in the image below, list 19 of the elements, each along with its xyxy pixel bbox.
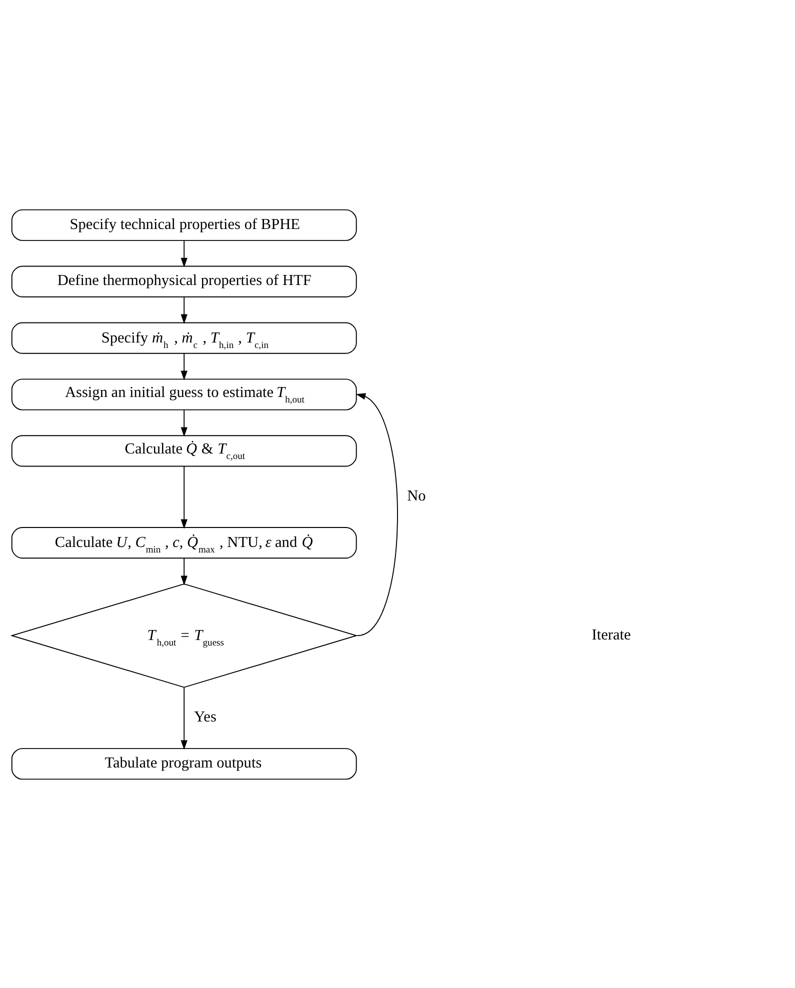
arrow <box>180 557 188 585</box>
node-diamond: T$_{h,out}$ = T$_{guess}$ <box>10 582 358 688</box>
arrow <box>180 352 188 380</box>
arrow <box>180 296 188 324</box>
edge-label: Yes <box>194 708 216 726</box>
node-box: Assign an initial guess to estimate T$_{h,out}$ <box>11 378 357 410</box>
node-box: Define thermophysical properties of HTF <box>11 265 357 297</box>
arrow <box>356 392 398 636</box>
node-box: Calculate Q̇ & T$_{c,out}$ <box>11 434 357 466</box>
arrow <box>180 686 188 750</box>
edge-label: No <box>407 487 426 504</box>
node-box: Specify technical properties of BPHE <box>11 208 357 240</box>
node-box: Tabulate program outputs <box>11 748 357 780</box>
arrow <box>180 465 188 528</box>
node-box: Specify ṁ$_{h}$ , ṁ$_{c}$ , T$_{h,in}$ , T$_{c,in}$ <box>11 322 357 354</box>
arrow <box>180 409 188 436</box>
label: Iterate <box>592 626 631 643</box>
node-box: Calculate U, C$_{min}$ , c, Q̇$_{max}$ , NTU, ε and Q̇ <box>11 526 357 558</box>
arrow <box>180 240 188 267</box>
